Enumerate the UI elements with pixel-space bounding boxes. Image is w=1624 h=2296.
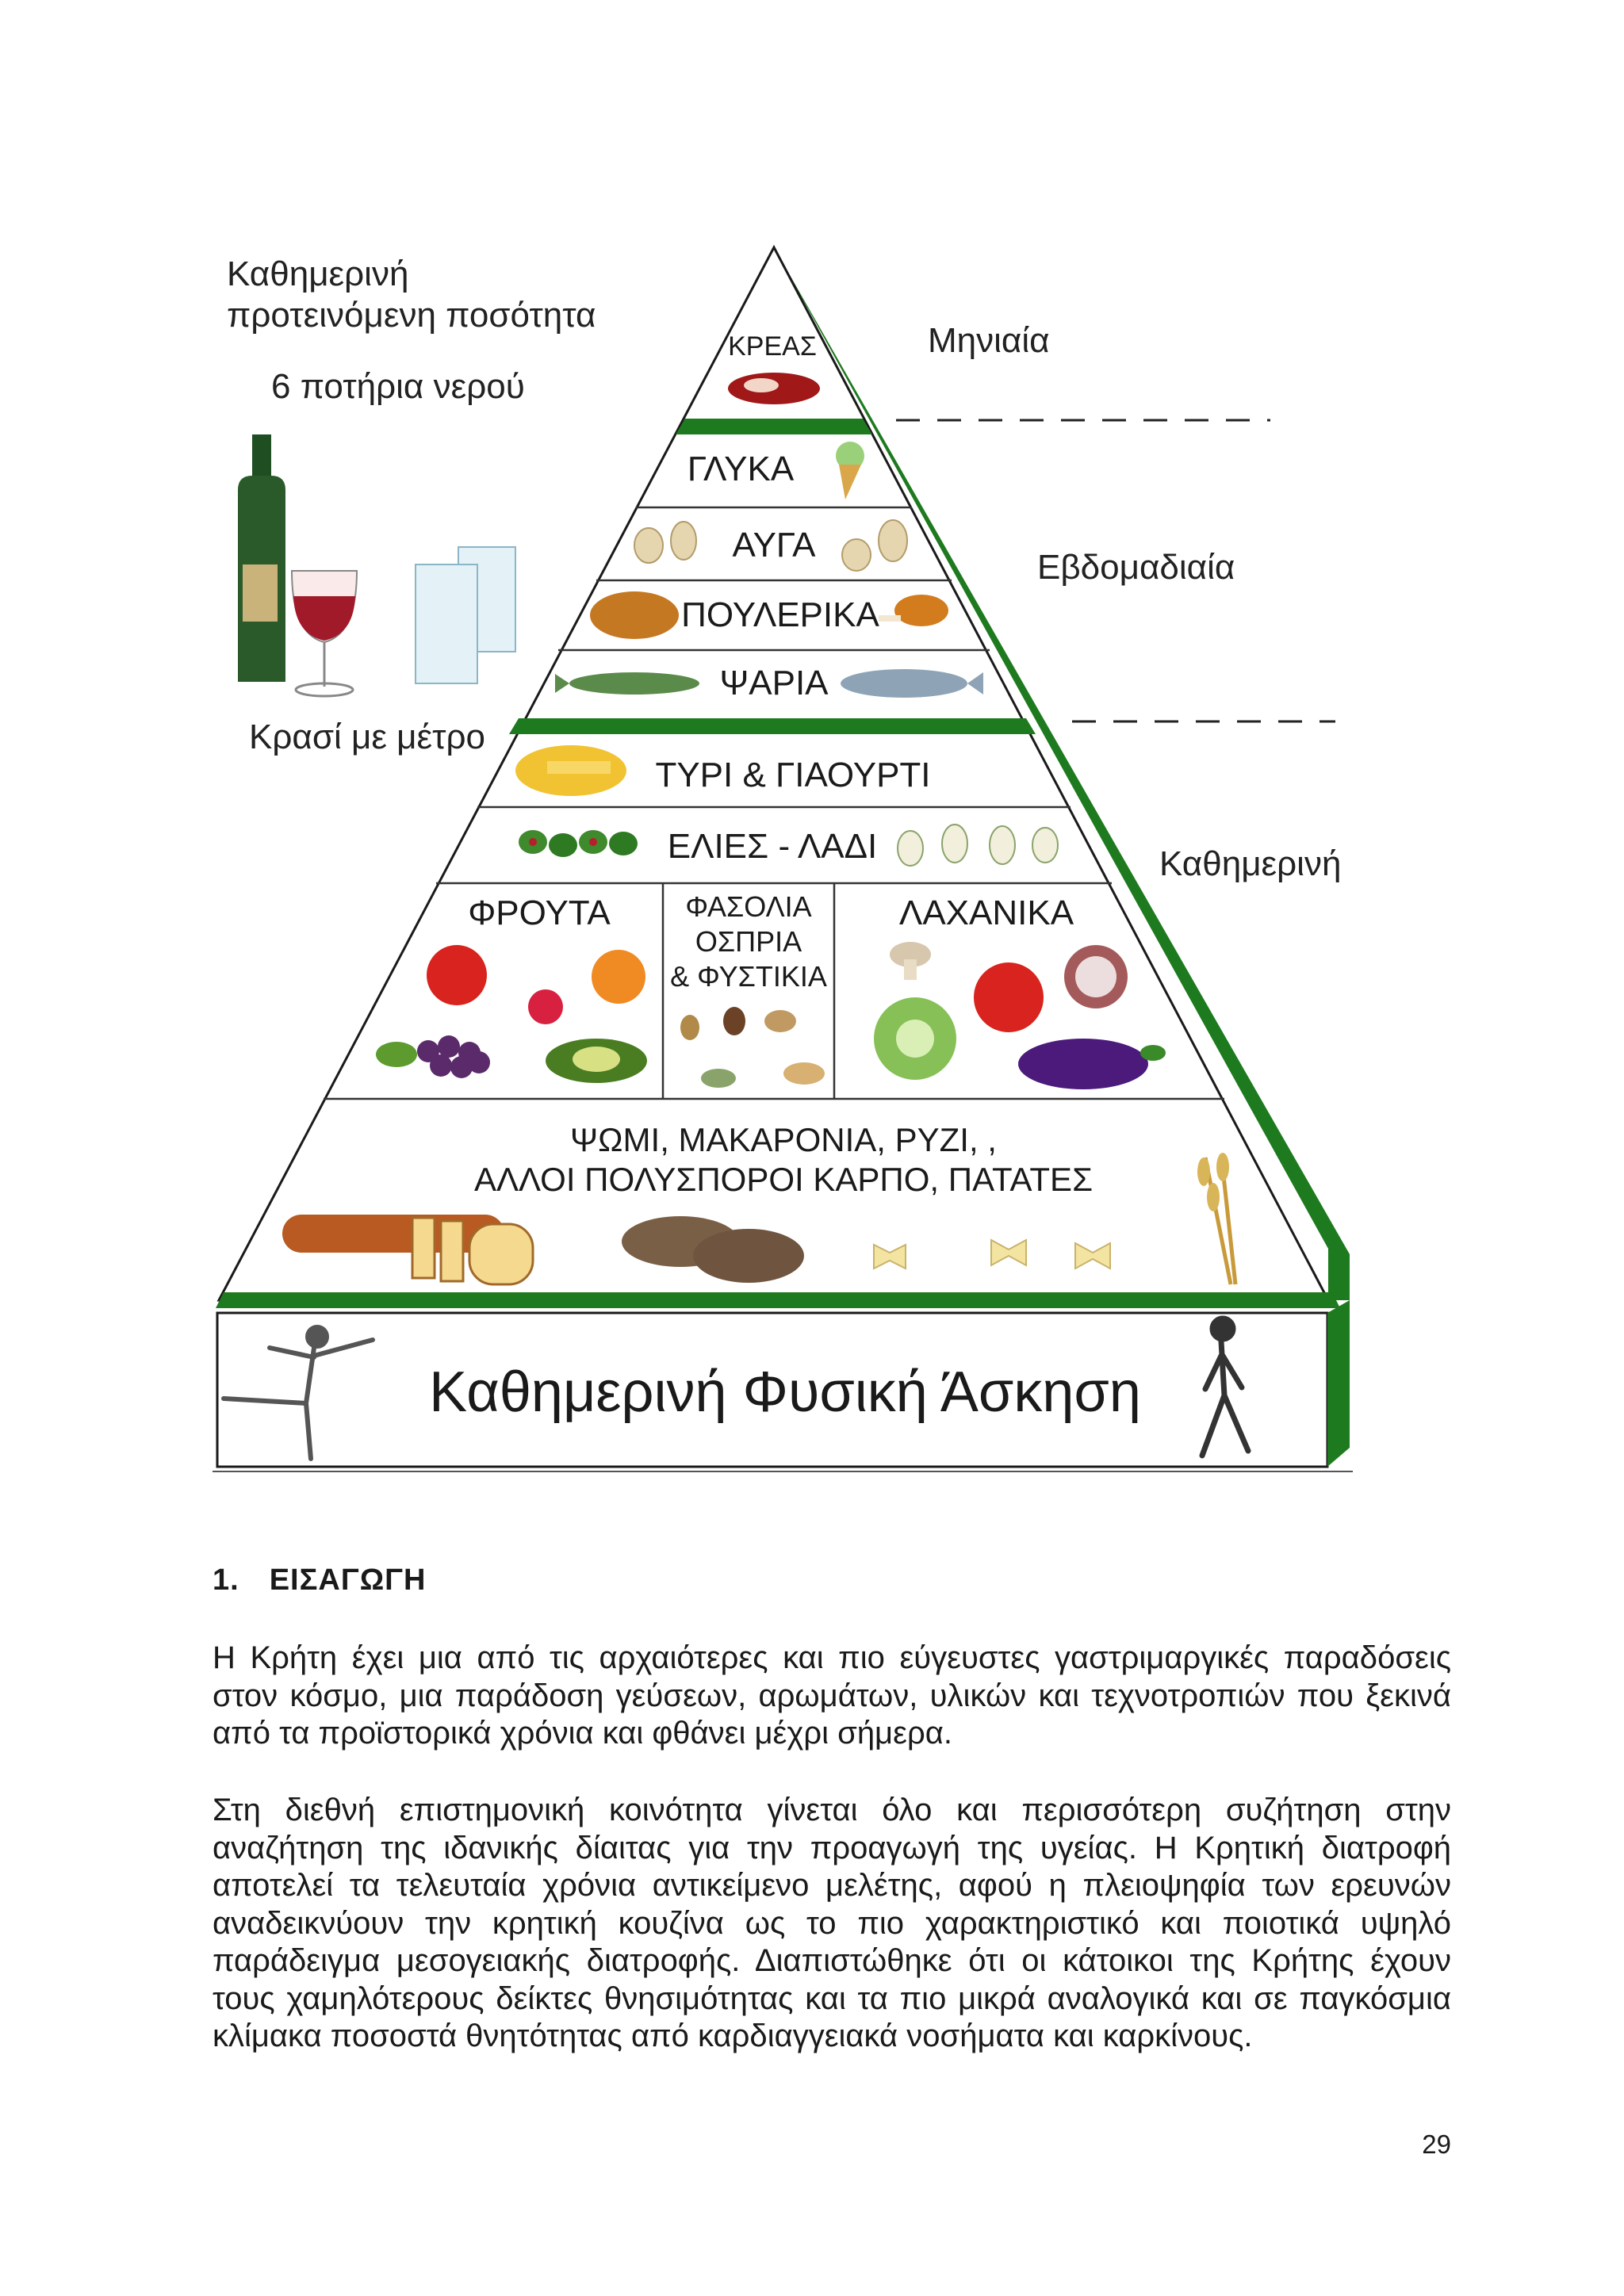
paragraph: Στη διεθνή επιστημονική κοινότητα γίνετα… xyxy=(213,1793,1451,2053)
left-note-line2: προτεινόμενη ποσότητα xyxy=(227,296,596,335)
tier-separators xyxy=(324,506,1224,1100)
frequency-daily: Καθημερινή xyxy=(1159,844,1341,883)
water-glasses-icon xyxy=(415,546,516,684)
paragraph: Η Κρήτη έχει μια από τις αρχαιότερες και… xyxy=(213,1640,1451,1751)
left-note-line1: Καθημερινή xyxy=(227,254,408,293)
tier-grains-label-1: ΨΩΜΙ, ΜΑΚΑΡΟΝΙΑ, ΡΥΖΙ, , xyxy=(570,1121,997,1158)
eggs-icon xyxy=(634,519,908,572)
vegetables-icon xyxy=(874,942,1166,1089)
page-number: 29 xyxy=(1422,2130,1451,2159)
walker-figure xyxy=(1199,1315,1251,1459)
tier-eggs-label: ΑΥΓΑ xyxy=(733,526,817,564)
bread-icon xyxy=(282,1215,534,1286)
frequency-monthly: Μηνιαία xyxy=(928,321,1050,360)
olives-icon xyxy=(519,830,638,857)
dancer-figure xyxy=(221,1325,375,1461)
steak-icon xyxy=(728,373,820,404)
exercise-label: Καθημερινή Φυσική Άσκηση xyxy=(429,1360,1141,1424)
tier-fish-label: ΨΑΡΙΑ xyxy=(719,664,829,702)
fish-icon xyxy=(555,669,983,698)
wine-glass-icon xyxy=(290,570,358,698)
wine-bottle-icon xyxy=(238,434,285,682)
section-heading: 1. ΕΙΣΑΓΩΓΗ xyxy=(213,1563,426,1598)
tier-poultry-label: ΠΟΥΛΕΡΙΚΑ xyxy=(681,595,879,634)
wine-note: Κρασί με μέτρο xyxy=(249,718,485,756)
tier-legumes-label-1: ΦΑΣΟΛΙΑ xyxy=(685,890,811,923)
fruits-icon xyxy=(376,945,647,1083)
mediterranean-food-pyramid: Καθημερινή προτεινόμενη ποσότητα 6 ποτήρ… xyxy=(213,244,1353,1472)
left-note-line3: 6 ποτήρια νερού xyxy=(271,367,525,406)
potatoes-icon xyxy=(622,1216,804,1283)
tier-olives-label: ΕΛΙΕΣ - ΛΑΔΙ xyxy=(668,827,878,866)
wheat-icon xyxy=(1197,1153,1238,1285)
legumes-icon xyxy=(680,1007,825,1088)
divider-band-weekly xyxy=(509,718,1036,734)
tier-legumes-label-2: ΟΣΠΡΙΑ xyxy=(695,925,802,958)
tier-meat-label: ΚΡΕΑΣ xyxy=(728,331,817,362)
tier-grains-label-2: ΑΛΛΟΙ ΠΟΛΥΣΠΟΡΟΙ ΚΑΡΠΟ, ΠΑΤΑΤΕΣ xyxy=(474,1161,1093,1198)
cheese-icon xyxy=(515,745,626,796)
divider-band-base xyxy=(216,1292,1340,1308)
tier-dairy-label: ΤΥΡΙ & ΓΙΑΟΥΡΤΙ xyxy=(655,756,930,794)
tier-fruits-label: ΦΡΟΥΤΑ xyxy=(468,894,611,932)
frequency-weekly: Εβδομαδιαία xyxy=(1037,548,1235,587)
garlic-icon xyxy=(897,824,1059,867)
section-title: ΕΙΣΑΓΩΓΗ xyxy=(269,1563,427,1597)
tier-legumes-label-3: & ΦΥΣΤΙΚΙΑ xyxy=(670,960,827,993)
exercise-box-side xyxy=(1327,1300,1350,1467)
pasta-icon xyxy=(873,1238,1111,1270)
poultry-icon xyxy=(590,591,948,639)
divider-band-monthly xyxy=(676,419,872,434)
ice-cream-icon xyxy=(836,442,864,499)
tier-vegetables-label: ΛΑΧΑΝΙΚΑ xyxy=(899,894,1074,932)
tier-sweets-label: ΓΛΥΚΑ xyxy=(688,450,795,488)
section-number: 1. xyxy=(213,1563,239,1597)
